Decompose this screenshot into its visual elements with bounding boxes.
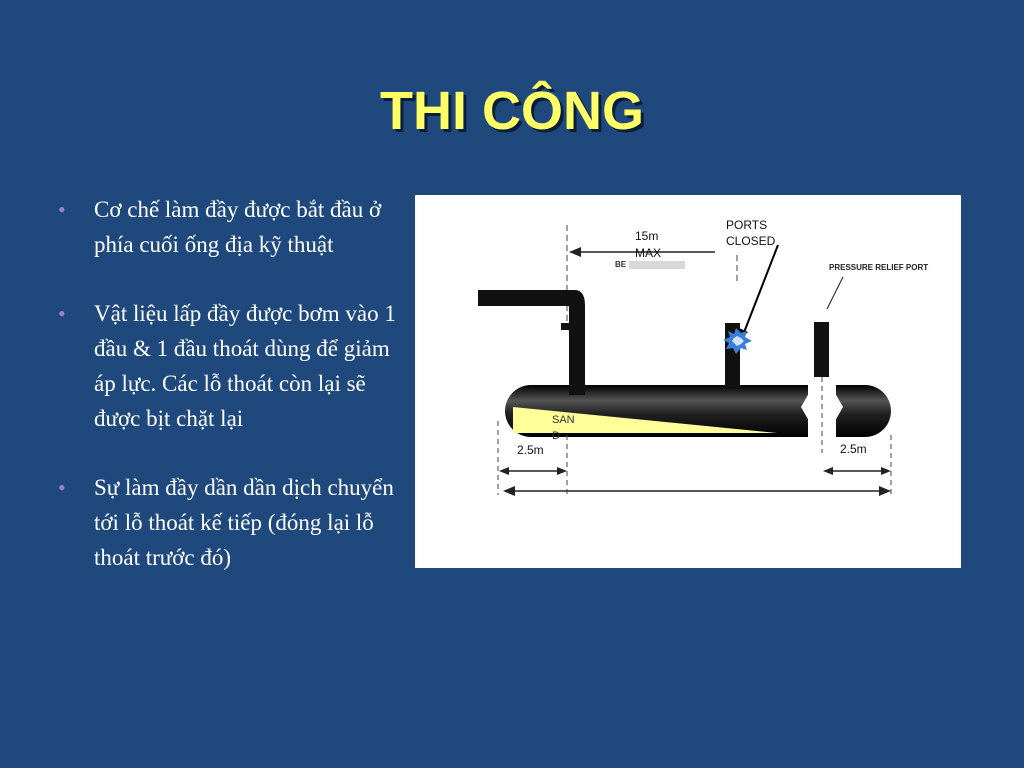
bullet-text-2: Vật liệu lấp đầy được bơm vào 1 đầu & 1 … [94,301,396,431]
diagram-svg: 15m MAX BE PORTS CLOSED PRESSURE RELIEF … [478,218,928,496]
ports-closed-label-2: CLOSED [726,234,776,248]
sand-fill [513,407,777,433]
overall-arrowhead-l [503,486,515,496]
bullet-text-1: Cơ chế làm đầy được bắt đầu ở phía cuối … [94,197,382,257]
bullet-item-3: • Sự làm đầy dần dần dịch chuyển tới lỗ … [58,470,408,575]
max-distance-arrowhead [569,247,581,257]
inlet-pipe-collar [561,323,579,330]
bullet-marker: • [58,475,66,500]
geotube-filling-diagram: 15m MAX BE PORTS CLOSED PRESSURE RELIEF … [415,195,961,568]
bullet-text-3: Sự làm đầy dần dần dịch chuyển tới lỗ th… [94,475,394,570]
slide-title: THI CÔNG [380,81,644,141]
pressure-relief-pointer [826,276,844,310]
bullet-marker: • [58,301,66,326]
gap-arrow-right [835,393,843,421]
partial-left-label: BE [615,260,627,269]
ports-closed-pointer [742,244,779,336]
bullet-item-2: • Vật liệu lấp đầy được bơm vào 1 đầu & … [58,296,408,436]
left-dim-arrowhead-l [499,467,509,475]
right-dim-arrowhead-l [823,467,833,475]
inlet-pipe [478,290,585,395]
bullet-marker: • [58,197,66,222]
ports-closed-label-1: PORTS [726,218,767,232]
sand-label-1: SAN [552,414,575,426]
bullet-list: • Cơ chế làm đầy được bắt đầu ở phía cuố… [58,192,408,609]
gap-arrow-left [801,393,809,421]
sand-label-2: D [552,430,560,442]
pressure-relief-label: PRESSURE RELIEF PORT [829,263,928,272]
right-end-length-label: 2.5m [840,442,867,456]
right-dim-arrowhead-r [881,467,891,475]
bullet-item-1: • Cơ chế làm đầy được bắt đầu ở phía cuố… [58,192,408,262]
left-end-length-label: 2.5m [517,443,544,457]
overall-arrowhead-r [879,486,891,496]
pressure-relief-port [814,322,829,378]
closed-port-burst-core [732,336,744,346]
max-distance-label-1: 15m [635,229,658,243]
max-distance-label-2: MAX [635,246,661,260]
left-dim-arrowhead-r [557,467,567,475]
faded-label-bar [629,261,685,269]
